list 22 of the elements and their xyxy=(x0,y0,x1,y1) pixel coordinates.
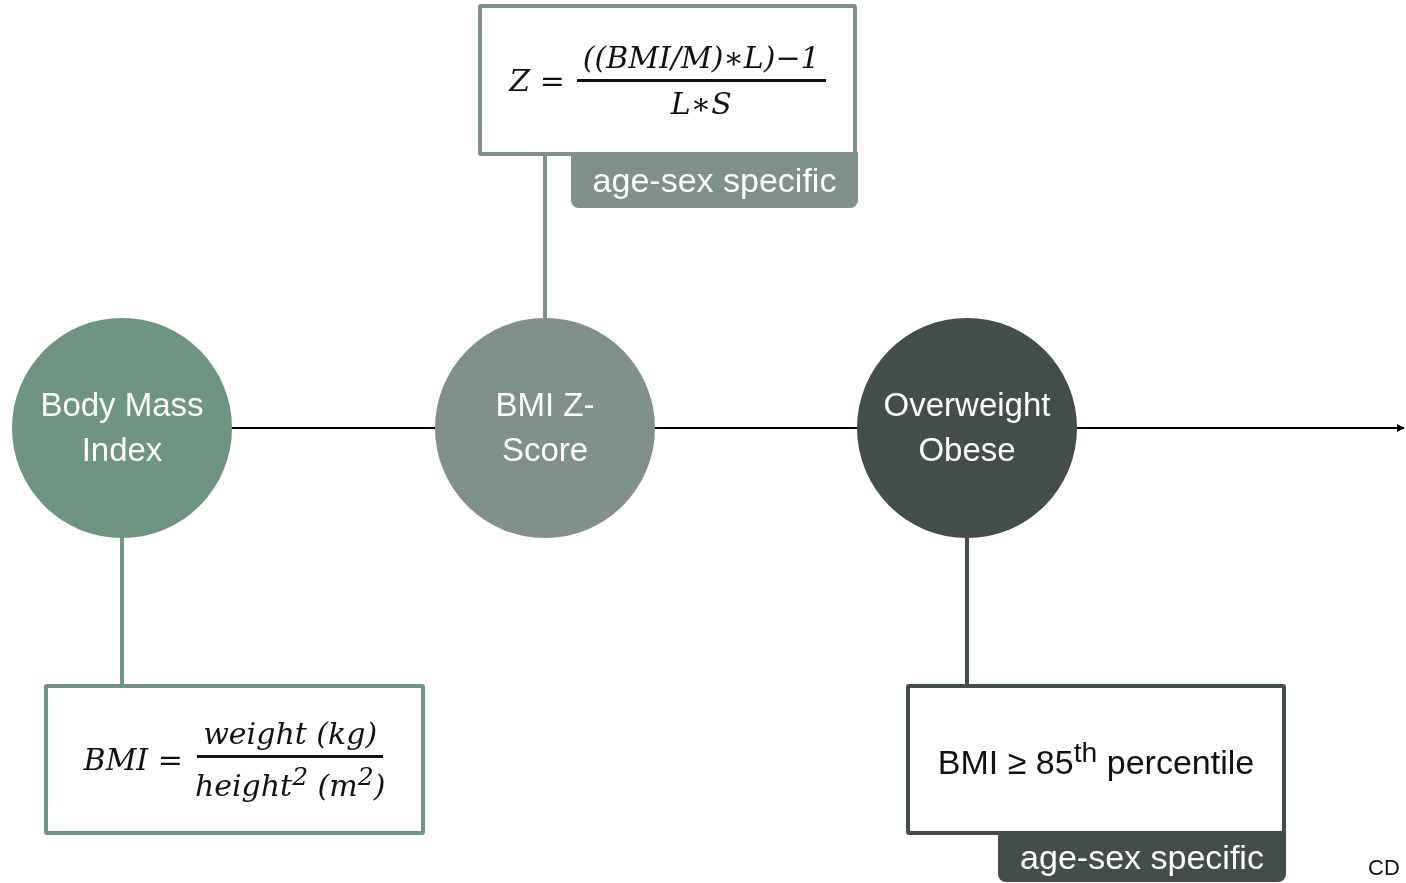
formula-numerator: weight (kg) xyxy=(197,716,384,758)
criterion-box xyxy=(906,684,1286,835)
specificity-tag: age-sex specific xyxy=(571,152,858,208)
specificity-tag: age-sex specific xyxy=(998,832,1286,882)
connector-line xyxy=(543,156,547,318)
node-label: Body Mass Index xyxy=(39,385,205,470)
criterion-text: BMI ≥ 85$^{th}$ percentile xyxy=(937,736,1255,783)
corner-note: CD xyxy=(1368,855,1400,881)
formula-lhs: Z = xyxy=(509,62,565,98)
connector-line xyxy=(965,538,969,684)
formula-denominator: L∗S xyxy=(670,84,732,121)
formula-numerator: ((BMI/M)∗L)−1 xyxy=(576,39,826,82)
formula-box xyxy=(478,4,857,156)
node-label: BMI Z-Score xyxy=(494,385,596,470)
connector-line xyxy=(120,538,124,684)
arrow xyxy=(1076,424,1405,432)
node-label: Overweight Obese xyxy=(882,385,1052,470)
connector-line xyxy=(231,427,436,429)
formula-lhs: BMI = xyxy=(83,742,183,777)
connector-line xyxy=(654,427,858,429)
formula-box xyxy=(44,684,425,835)
formula-denominator: height$^{2}$ (m$^{2}$) xyxy=(194,761,386,803)
